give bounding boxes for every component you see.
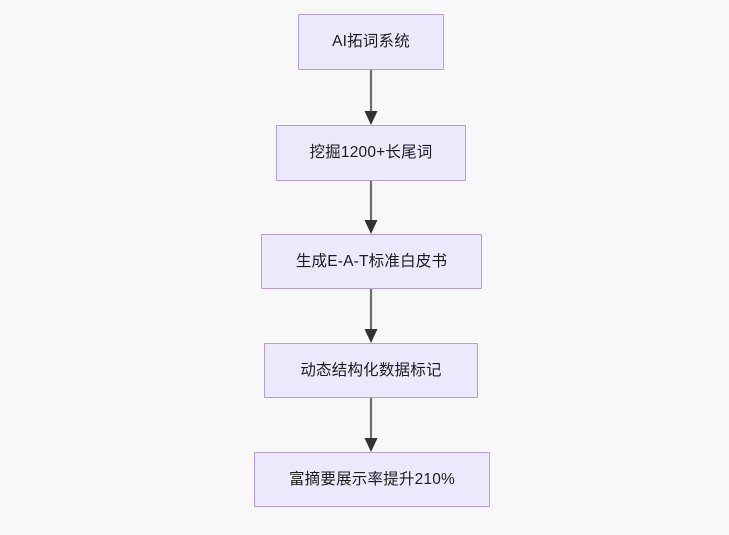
flowchart-node-rich-snippet-impression-lift[interactable]: 富摘要展示率提升210% — [254, 452, 490, 507]
connector-node-1-to-node-2 — [356, 70, 386, 125]
flowchart-node-label: 富摘要展示率提升210% — [288, 470, 456, 488]
flowchart-node-generate-eat-whitepaper[interactable]: 生成E-A-T标准白皮书 — [261, 234, 482, 289]
flowchart-node-label: 生成E-A-T标准白皮书 — [295, 252, 448, 270]
flowchart-node-label: 挖掘1200+长尾词 — [309, 144, 433, 162]
flowchart-node-dynamic-structured-data-markup[interactable]: 动态结构化数据标记 — [264, 343, 478, 398]
connector-node-4-to-node-5 — [356, 398, 386, 452]
connector-node-3-to-node-4 — [356, 289, 386, 343]
flowchart-node-mine-longtail-keywords[interactable]: 挖掘1200+长尾词 — [276, 125, 466, 181]
connector-node-2-to-node-3 — [356, 181, 386, 234]
flowchart-node-label: 动态结构化数据标记 — [300, 361, 442, 379]
flowchart-node-label: AI拓词系统 — [332, 33, 410, 51]
flowchart-node-ai-keyword-system[interactable]: AI拓词系统 — [298, 14, 444, 70]
